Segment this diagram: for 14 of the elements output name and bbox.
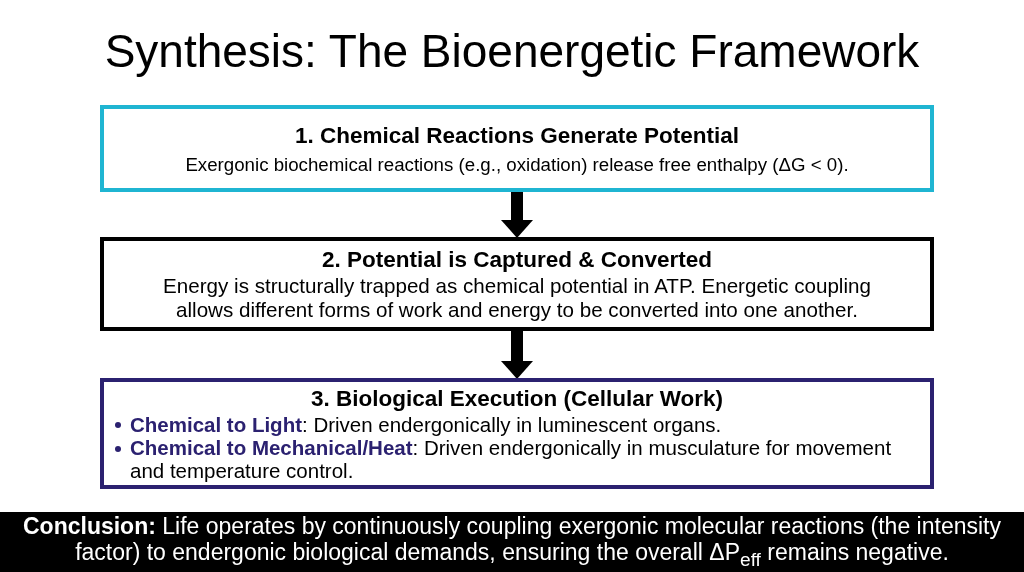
process-box [100,105,934,192]
title: Synthesis: The Bioenergetic Framework [104,26,920,76]
bullet-text: Chemical to Light: Driven endergonically in luminescent organs. [130,412,722,436]
process-box [100,237,934,331]
box-description: Energy is structurally trapped as chemical potential in ATP. Energetic coupling allows different forms of work and energy to be converted into one another. [162,274,872,322]
box-heading: 1. Chemical Reactions Generate Potential [295,121,739,149]
process-box [100,378,934,489]
box-heading: 2. Potential is Captured & Converted [321,246,713,274]
conclusion-text: Conclusion: Life operates by continuously coupling exergonic molecular reactions (the intensity factor) to endergonic biological demands, ensuring the overall ΔP$_{eff}$ remains negative. [22,512,1002,572]
bullet-text: Chemical to Mechanical/Heat: Driven endergonically in musculature for movement and temperature control. [130,435,893,483]
arrow [501,192,533,238]
arrow [501,331,533,379]
box-heading: 3. Biological Execution (Cellular Work) [310,384,724,412]
box-description: Exergonic biochemical reactions (e.g., oxidation) release free enthalpy (ΔG < 0). [185,153,849,176]
